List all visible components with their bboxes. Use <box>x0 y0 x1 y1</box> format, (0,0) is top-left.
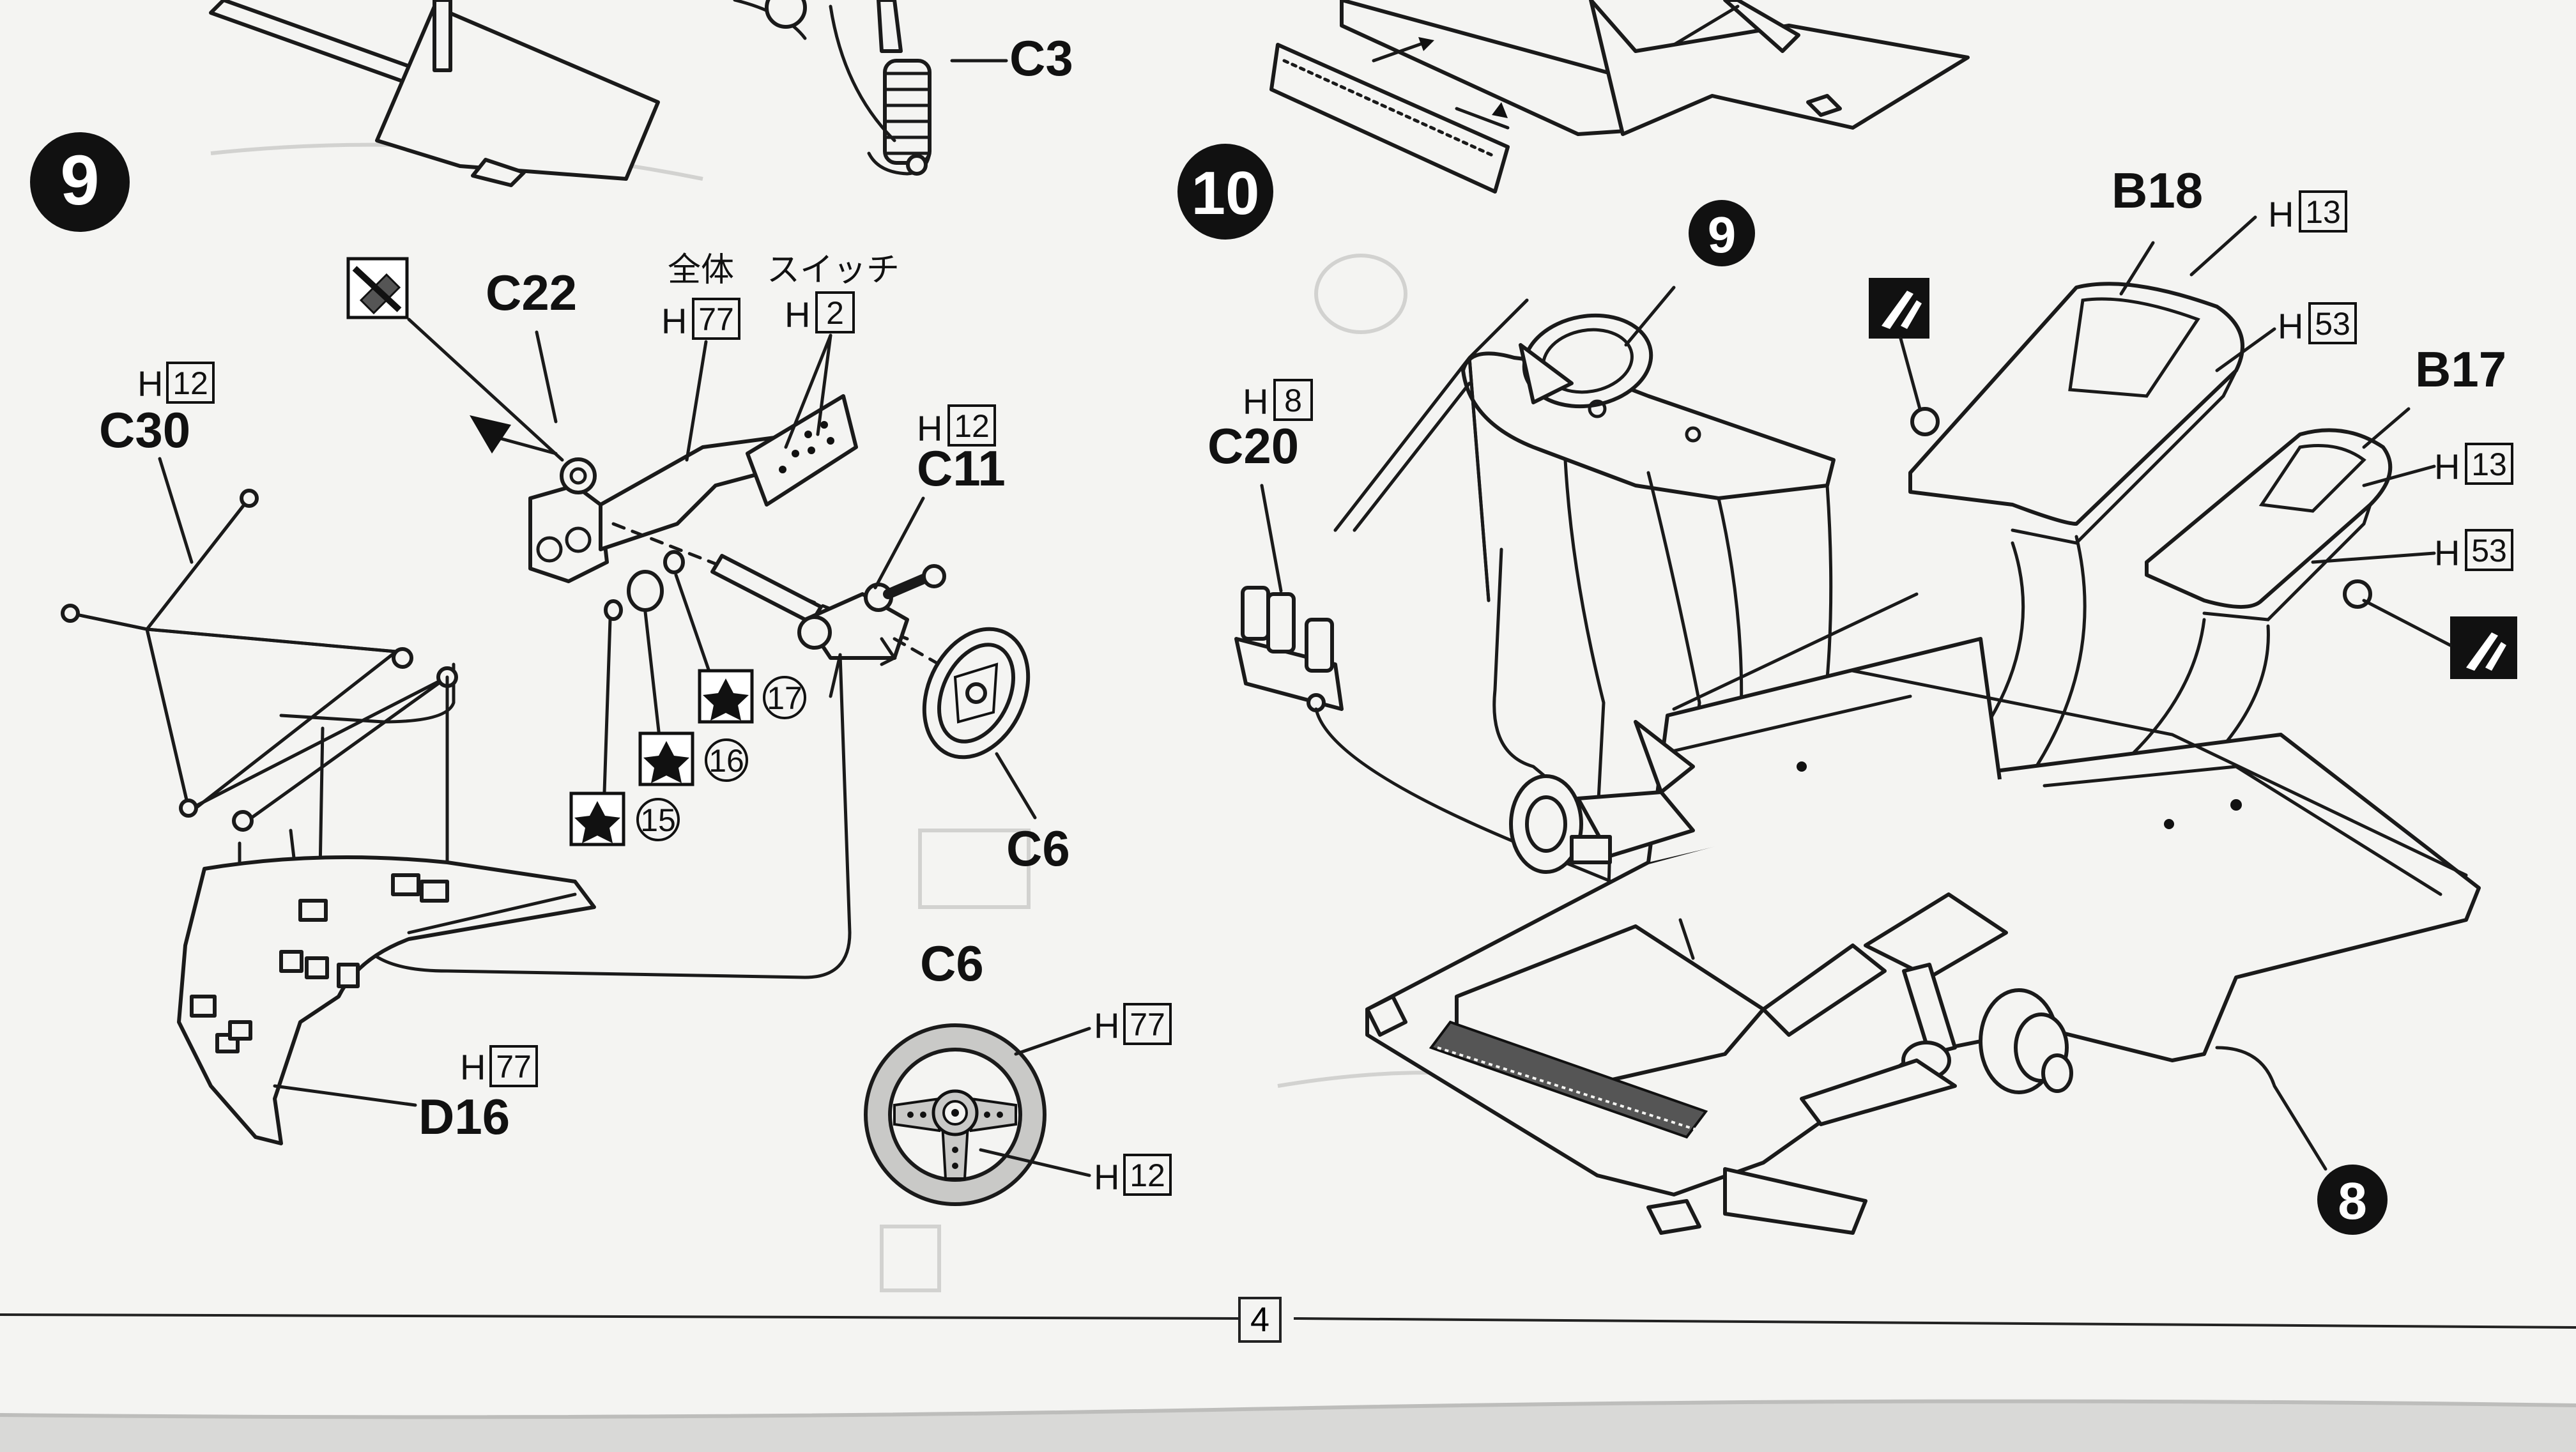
label-switch: スイッチ <box>767 252 900 289</box>
cement-icon <box>2450 616 2517 679</box>
color-code-b17-bottom: 53 <box>2471 533 2507 569</box>
color-code-c11: 12 <box>954 408 990 444</box>
label-c6-main: C6 <box>1006 820 1070 876</box>
color-code-box <box>166 362 215 404</box>
color-code-box <box>2465 529 2513 571</box>
c6-wheel-detail <box>864 1023 1046 1206</box>
decal-15: 15 <box>640 802 676 838</box>
label-c30: C30 <box>99 402 190 458</box>
h-prefix: H <box>1243 381 1268 422</box>
h-prefix: H <box>785 294 810 335</box>
bottom-rule-right <box>1293 1317 2576 1329</box>
c3-shock-absorber <box>829 0 931 176</box>
decal-star-icon <box>569 791 625 846</box>
decal-number-circle <box>705 738 748 782</box>
label-c22: C22 <box>486 264 577 321</box>
arrow-head-icon <box>470 415 511 454</box>
h-prefix: H <box>1094 1005 1119 1046</box>
c6-steering-wheel <box>922 627 1031 760</box>
color-code-box <box>815 291 855 333</box>
bottom-rule-left <box>0 1313 1240 1320</box>
previous-step-frame-left <box>209 0 807 187</box>
left-suspension <box>1509 774 1695 960</box>
color-code-box <box>2465 443 2513 485</box>
paper-edge <box>0 1399 2576 1419</box>
sub-assembly-9 <box>1333 298 1836 602</box>
step-badge-icon <box>1689 200 1755 266</box>
label-c6-detail: C6 <box>920 935 984 991</box>
page-number-box <box>1238 1297 1282 1343</box>
color-code-b18-bottom: 53 <box>2315 306 2350 342</box>
label-zentai: 全体 <box>668 252 734 289</box>
h-prefix: H <box>661 301 687 341</box>
ref-9: 9 <box>1708 206 1736 263</box>
h-prefix: H <box>2268 194 2294 234</box>
h-prefix: H <box>460 1047 486 1087</box>
label-b18: B18 <box>2112 162 2203 218</box>
label-c3: C3 <box>1009 30 1073 86</box>
label-c11: C11 <box>917 440 1006 496</box>
decal-number-circle <box>636 798 680 841</box>
color-code-c6-spoke: 12 <box>1130 1158 1165 1193</box>
h-prefix: H <box>137 363 163 404</box>
color-code-c30: 12 <box>172 365 208 401</box>
color-code-b17-top: 13 <box>2471 447 2507 482</box>
step-9-number: 9 <box>60 141 99 220</box>
decal-16: 16 <box>709 743 744 779</box>
c20-pedal-box <box>1234 586 1344 712</box>
color-code-b18-top: 13 <box>2305 194 2341 230</box>
decal-star-icon <box>638 731 694 786</box>
color-code-d16: 77 <box>496 1049 532 1085</box>
h-prefix: H <box>917 408 942 448</box>
color-code-box <box>2308 302 2357 344</box>
h-prefix: H <box>1094 1157 1119 1197</box>
color-code-box <box>1123 1003 1172 1045</box>
color-code-box <box>2299 190 2347 233</box>
decal-17: 17 <box>767 680 802 716</box>
step-10-number: 10 <box>1192 159 1260 227</box>
ref-8: 8 <box>2338 1172 2367 1230</box>
c22-switch-bracket <box>528 394 858 583</box>
step-badge-icon <box>1177 144 1273 240</box>
decal-number-circle <box>763 676 806 719</box>
color-code-box <box>1273 379 1313 421</box>
h-prefix: H <box>2434 447 2460 487</box>
cement-icon <box>1869 278 1929 339</box>
color-code-zentai: 77 <box>698 302 734 337</box>
previous-step-frame-right <box>1269 0 1970 194</box>
label-d16: D16 <box>418 1089 510 1145</box>
c11-steering-column <box>797 564 946 666</box>
label-c20: C20 <box>1208 418 1299 474</box>
label-b17: B17 <box>2415 341 2506 397</box>
do-not-glue-icon <box>346 257 409 319</box>
color-code-box <box>489 1045 538 1087</box>
d16-dashboard <box>177 855 596 1145</box>
color-code-box <box>947 404 996 447</box>
decal-star-icon <box>698 669 754 724</box>
page-number: 4 <box>1250 1301 1269 1339</box>
color-code-c20: 8 <box>1284 383 1302 418</box>
color-code-box <box>692 298 740 340</box>
right-suspension <box>1800 892 2073 1126</box>
color-code-switch: 2 <box>826 295 844 331</box>
step-badge-icon <box>30 132 130 232</box>
h-prefix: H <box>2434 533 2460 573</box>
h-prefix: H <box>2278 306 2303 346</box>
color-code-c6-rim: 77 <box>1130 1007 1165 1043</box>
color-code-box <box>1123 1154 1172 1196</box>
b18-seat <box>1908 282 2244 545</box>
step-badge-icon <box>2317 1165 2388 1235</box>
